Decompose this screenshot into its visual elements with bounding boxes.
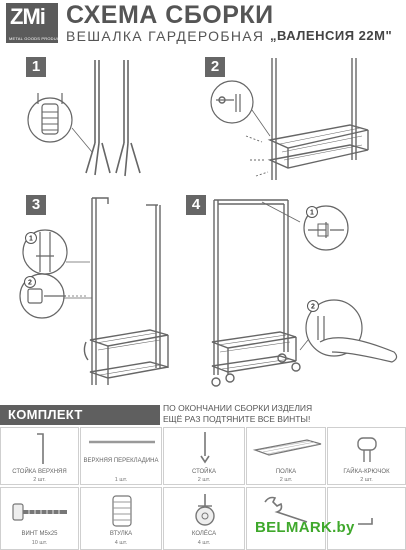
screw-icon xyxy=(12,503,67,521)
shelf-icon xyxy=(252,439,322,456)
kit-item-label: СТОЙКА xyxy=(191,469,216,475)
kit-item-qty: 4 шт. xyxy=(197,540,211,546)
kit-notice-line-2: ЕЩЁ РАЗ ПОДТЯНИТЕ ВСЕ ВИНТЫ! xyxy=(163,414,311,424)
wheel-icon xyxy=(195,494,215,526)
brand-logo: ZMi METAL GOODS PRODUCTION xyxy=(6,3,70,43)
kit-item-label: ГАЙКА-КРЮЧОК xyxy=(343,469,390,475)
logo-tagline: METAL GOODS PRODUCTION xyxy=(9,36,71,41)
kit-item-hook-nut: ГАЙКА-КРЮЧОК 2 шт. xyxy=(327,427,406,485)
kit-item-qty: 10 шт. xyxy=(31,540,48,546)
step-4-illustration: 1 2 xyxy=(211,199,398,387)
kit-notice: ПО ОКОНЧАНИИ СБОРКИ ИЗДЕЛИЯ ЕЩЁ РАЗ ПОДТ… xyxy=(163,403,312,425)
step-4-callout-1: 1 xyxy=(310,210,314,217)
kit-item-shelf: ПОЛКА 2 шт. xyxy=(246,427,326,485)
step-1-illustration xyxy=(27,60,141,177)
upper-post-icon xyxy=(37,433,44,464)
hook-nut-icon xyxy=(357,437,377,462)
model-name: „ВАЛЕНСИЯ 22М" xyxy=(270,28,393,43)
kit-item-bushing: ВТУЛКА 4 шт. xyxy=(80,487,162,550)
kit-item-upper-post: СТОЙКА ВЕРХНЯЯ 2 шт. xyxy=(0,427,79,485)
step-2-illustration xyxy=(210,58,369,180)
page-subtitle: ВЕШАЛКА ГАРДЕРОБНАЯ xyxy=(66,28,265,44)
kit-item-screw: ВИНТ М5х25 10 шт. xyxy=(0,487,79,550)
hex-key-icon xyxy=(358,518,373,525)
kit-item-post: СТОЙКА 2 шт. xyxy=(163,427,245,485)
step-3-callout-2: 2 xyxy=(28,280,32,287)
kit-item-qty: 2 шт. xyxy=(279,477,293,483)
kit-item-label: СТОЙКА ВЕРХНЯЯ xyxy=(12,469,67,475)
post-icon xyxy=(200,432,210,464)
bushing-icon xyxy=(112,495,132,527)
kit-item-label: ВЕРХНЯЯ ПЕРЕКЛАДИНА xyxy=(83,458,159,464)
step-2-number: 2 xyxy=(205,57,225,77)
kit-item-qty: 2 шт. xyxy=(360,477,373,483)
step-3-illustration: 1 2 xyxy=(19,197,169,385)
step-3-callout-1: 1 xyxy=(29,236,33,243)
logo-text: ZMi xyxy=(10,4,46,29)
wrench-icon xyxy=(264,496,308,523)
kit-item-label: ВИНТ М5х25 xyxy=(21,531,58,537)
kit-item-qty: 4 шт. xyxy=(114,540,128,546)
kit-item-crossbar: ВЕРХНЯЯ ПЕРЕКЛАДИНА 1 шт. xyxy=(80,427,162,485)
kit-item-label: КОЛЁСА xyxy=(191,531,217,537)
step-4-number: 4 xyxy=(186,195,206,215)
kit-title: КОМПЛЕКТ ПОСТАВКИ xyxy=(0,405,160,442)
kit-item-qty: 2 шт. xyxy=(33,477,46,483)
kit-item-wheels: КОЛЁСА 4 шт. xyxy=(163,487,245,550)
kit-item-label: ВТУЛКА xyxy=(109,531,133,537)
crossbar-icon xyxy=(89,440,155,444)
step-1-number: 1 xyxy=(26,57,46,77)
page-title: СХЕМА СБОРКИ xyxy=(66,1,274,29)
kit-item-qty: 1 шт. xyxy=(114,477,128,483)
step-4-callout-2: 2 xyxy=(311,304,315,311)
kit-notice-line-1: ПО ОКОНЧАНИИ СБОРКИ ИЗДЕЛИЯ xyxy=(163,403,313,413)
kit-item-label: ПОЛКА xyxy=(275,469,297,475)
kit-item-qty: 2 шт. xyxy=(197,477,211,483)
step-3-number: 3 xyxy=(26,195,46,215)
watermark: BELMARK.by xyxy=(255,519,355,536)
